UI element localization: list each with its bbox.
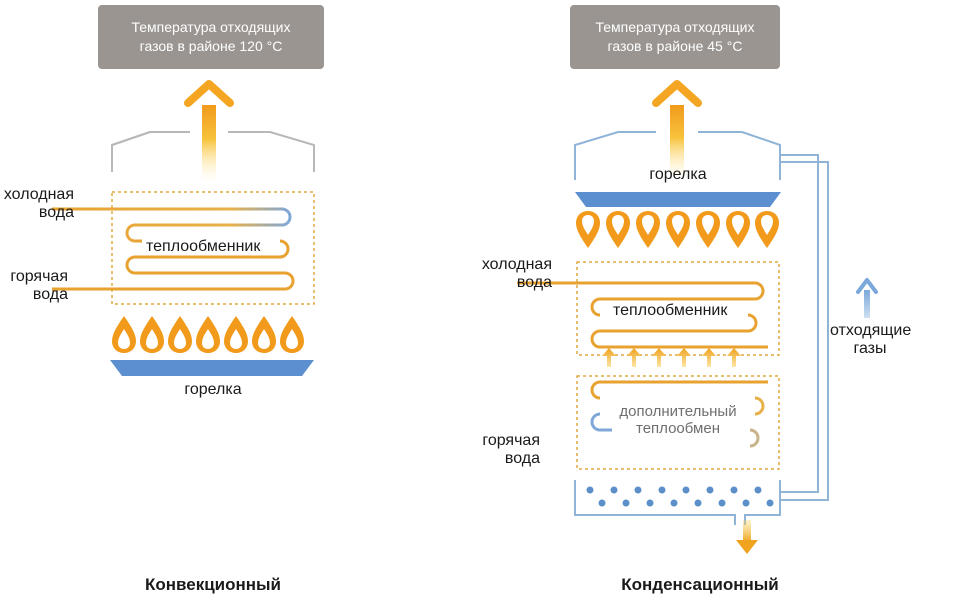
right-flue-temp-line-2: газов в районе 45 °C [607, 38, 743, 54]
left-cold-water-label: холодная вода [0, 186, 74, 223]
right-condensing-boiler [517, 80, 878, 554]
left-flames [112, 316, 304, 353]
left-cold-water-line-1: холодная [3, 186, 74, 203]
right-exhaust-arrow [652, 80, 702, 177]
right-flue-temperature-box: Температура отходящих газов в районе 45 … [570, 5, 780, 69]
right-extra-exchanger-coil [548, 380, 768, 448]
right-extra-exchanger-line-2: теплообмен [636, 420, 720, 438]
right-flue-duct [780, 154, 829, 501]
right-flames [576, 211, 779, 248]
right-flue-gas-arrow [856, 278, 878, 318]
left-heat-exchanger-frame [111, 191, 315, 305]
right-heat-exchanger-label: теплообменник [613, 302, 728, 319]
right-heat-flow-arrows [602, 348, 741, 367]
left-heat-exchanger-label: теплообменник [146, 238, 261, 255]
right-cold-water-label: холодная вода [440, 256, 552, 293]
right-burner-label: горелка [649, 166, 707, 183]
left-cold-water-line-2: вода [38, 204, 74, 222]
left-convection-boiler [52, 80, 315, 376]
right-condensate-drain-arrow [736, 520, 758, 554]
right-extra-exchanger-line-1: дополнительный [619, 403, 737, 420]
left-exhaust-arrow [184, 80, 234, 180]
left-burner-label: горелка [184, 381, 242, 398]
right-flue-gases-label: отходящие газы [830, 322, 912, 359]
left-heat-exchanger-coil [52, 207, 295, 291]
left-burner-plate [110, 360, 314, 376]
left-flue-temperature-box: Температура отходящих газов в районе 120… [98, 5, 324, 69]
left-title: Конвекционный [144, 575, 281, 594]
right-extra-exchanger-frame [576, 375, 780, 470]
right-hot-water-label: горячая вода [440, 432, 540, 469]
right-cold-water-line-2: вода [516, 274, 552, 292]
left-hot-water-line-2: вода [32, 286, 68, 304]
right-condensate-drops [586, 486, 774, 507]
right-flue-temp-line-1: Температура отходящих [595, 19, 755, 36]
left-flue-temp-line-1: Температура отходящих [131, 19, 291, 36]
right-extra-exchanger-label: дополнительный теплообмен [577, 403, 779, 438]
right-cold-water-line-1: холодная [481, 256, 552, 273]
left-flue-temp-line-2: газов в районе 120 °C [139, 38, 283, 54]
right-burner-plate [575, 192, 781, 207]
left-flue-hood [111, 131, 188, 172]
left-hot-water-label: горячая вода [0, 268, 68, 305]
right-heat-exchanger-coil [517, 281, 768, 349]
right-hot-water-line-2: вода [504, 450, 540, 468]
right-title: Конденсационный [621, 575, 779, 594]
right-flue-gases-line-1: отходящие [830, 322, 912, 339]
right-flue-gases-line-2: газы [853, 340, 887, 358]
left-hot-water-line-1: горячая [10, 268, 68, 285]
right-hot-water-line-1: горячая [482, 432, 540, 449]
